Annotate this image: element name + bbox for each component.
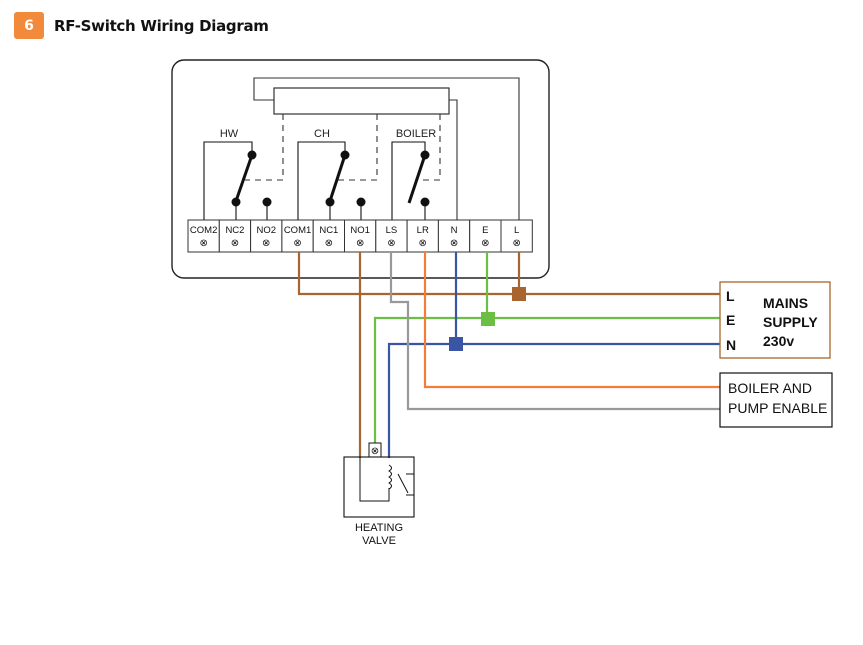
boiler-enable-box bbox=[719, 372, 833, 428]
mains-line-n: N bbox=[726, 337, 736, 353]
relay-boiler bbox=[391, 141, 430, 220]
valve-label-1: HEATING bbox=[355, 522, 403, 534]
valve-coil-icon bbox=[388, 464, 392, 490]
boiler-label-2: PUMP ENABLE bbox=[728, 400, 827, 416]
terminal-no1: NO1 ⊗ bbox=[344, 219, 377, 253]
terminal-screw-icon: ⊗ bbox=[387, 238, 395, 249]
wires bbox=[297, 252, 720, 458]
relay-hw bbox=[203, 141, 272, 220]
terminal-lr: LR ⊗ bbox=[406, 219, 439, 253]
neutral-feed-line bbox=[449, 99, 458, 220]
terminal-label: NC1 bbox=[319, 225, 338, 236]
valve-label-2: VALVE bbox=[362, 535, 396, 547]
wire-earth bbox=[373, 316, 720, 446]
boiler-label-1: BOILER AND bbox=[728, 380, 812, 396]
relay-label-boiler: BOILER bbox=[396, 128, 436, 140]
terminal-label: LR bbox=[417, 225, 429, 236]
mains-supply-box bbox=[719, 281, 831, 359]
junction-live bbox=[512, 287, 526, 301]
terminal-label: NC2 bbox=[225, 225, 244, 236]
mains-line-e: E bbox=[726, 312, 735, 328]
section-header: 6 RF-Switch Wiring Diagram bbox=[14, 12, 269, 39]
terminal-n: N⊗ bbox=[437, 219, 471, 253]
junction-neutral bbox=[449, 337, 463, 351]
terminal-screw-icon: ⊗ bbox=[325, 238, 333, 249]
terminal-screw-icon: ⊗ bbox=[199, 238, 207, 249]
terminal-screw-icon: ⊗ bbox=[450, 238, 458, 249]
relay-control-links bbox=[245, 114, 441, 181]
mains-label-1: MAINS bbox=[763, 295, 808, 311]
terminal-nc2: NC2 ⊗ bbox=[218, 219, 252, 253]
terminal-screw-icon: ⊗ bbox=[481, 238, 489, 249]
terminal-l: L⊗ bbox=[500, 219, 533, 253]
relay-label-hw: HW bbox=[220, 128, 239, 140]
terminal-no2: NO2 ⊗ bbox=[250, 219, 283, 253]
section-number-badge: 6 bbox=[14, 12, 44, 39]
terminal-label: NO2 bbox=[256, 225, 276, 236]
terminal-e: E⊗ bbox=[469, 219, 502, 253]
terminal-label: LS bbox=[386, 225, 398, 236]
valve-body bbox=[343, 456, 415, 518]
relay-ch bbox=[297, 141, 366, 220]
terminal-strip: COM2⊗NC2⊗NO2⊗COM1⊗NC1⊗NO1⊗LS⊗LR⊗N⊗E⊗L⊗ bbox=[187, 219, 533, 253]
wire-lr bbox=[423, 252, 720, 389]
terminal-com2: COM2 ⊗ bbox=[187, 219, 220, 253]
relay-label-ch: CH bbox=[314, 128, 330, 140]
terminal-label: N bbox=[451, 225, 458, 236]
terminal-screw-icon: ⊗ bbox=[293, 238, 301, 249]
heating-valve: ⊗ bbox=[343, 442, 415, 518]
terminal-com1: COM1 ⊗ bbox=[281, 219, 314, 253]
wire-com1-live bbox=[297, 252, 720, 296]
junction-earth bbox=[481, 312, 495, 326]
terminal-label: L bbox=[514, 225, 519, 236]
wire-neutral bbox=[387, 342, 720, 458]
mains-line-l: L bbox=[726, 288, 735, 304]
terminal-label: E bbox=[482, 225, 488, 236]
valve-earth-glyph: ⊗ bbox=[371, 446, 379, 457]
terminal-nc1: NC1 ⊗ bbox=[312, 219, 346, 253]
mains-label-3: 230v bbox=[763, 333, 794, 349]
terminal-screw-icon: ⊗ bbox=[356, 238, 364, 249]
terminal-screw-icon: ⊗ bbox=[262, 238, 270, 249]
terminal-label: COM1 bbox=[284, 225, 311, 236]
terminal-screw-icon: ⊗ bbox=[419, 238, 427, 249]
mains-label-2: SUPPLY bbox=[763, 314, 818, 330]
live-feed-loop bbox=[253, 77, 520, 220]
page-title: RF-Switch Wiring Diagram bbox=[54, 16, 269, 35]
controller-block bbox=[273, 87, 450, 115]
terminal-screw-icon: ⊗ bbox=[512, 238, 520, 249]
terminal-screw-icon: ⊗ bbox=[231, 238, 239, 249]
terminal-ls: LS ⊗ bbox=[375, 219, 408, 253]
wire-ls bbox=[389, 252, 720, 411]
terminal-label: NO1 bbox=[350, 225, 370, 236]
terminal-label: COM2 bbox=[190, 225, 217, 236]
